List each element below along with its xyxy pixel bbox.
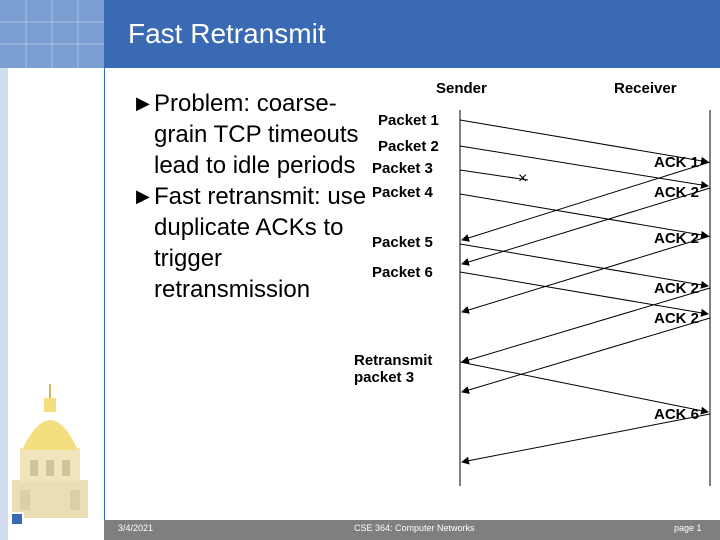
packet-label: Packet 3 [372,160,433,177]
ack-label: ACK 1 [654,154,699,171]
ack-label: ACK 6 [654,406,699,423]
footer-course: CSE 364: Computer Networks [354,523,475,533]
retransmit-label: Retransmit packet 3 [354,352,464,386]
packet-label: Packet 4 [372,184,433,201]
ack-2-dup1-arrow [462,236,710,312]
ack-label: ACK 2 [654,230,699,247]
ack-label: ACK 2 [654,280,699,297]
footer-square-icon [10,512,24,526]
packet-label: Packet 6 [372,264,433,281]
packet-label: Packet 2 [378,138,439,155]
ack-2-dup3-arrow [462,318,710,392]
ack-label: ACK 2 [654,184,699,201]
receiver-label: Receiver [614,80,677,97]
lost-packet-marker: × [518,170,527,188]
retransmit-arrow [460,362,708,412]
packet-label: Packet 1 [378,112,439,129]
footer-page: page 1 [674,523,702,533]
packet-label: Packet 5 [372,234,433,251]
footer-date: 3/4/2021 [118,523,153,533]
sender-label: Sender [436,80,487,97]
ack-label: ACK 2 [654,310,699,327]
dome-logo [12,384,88,518]
